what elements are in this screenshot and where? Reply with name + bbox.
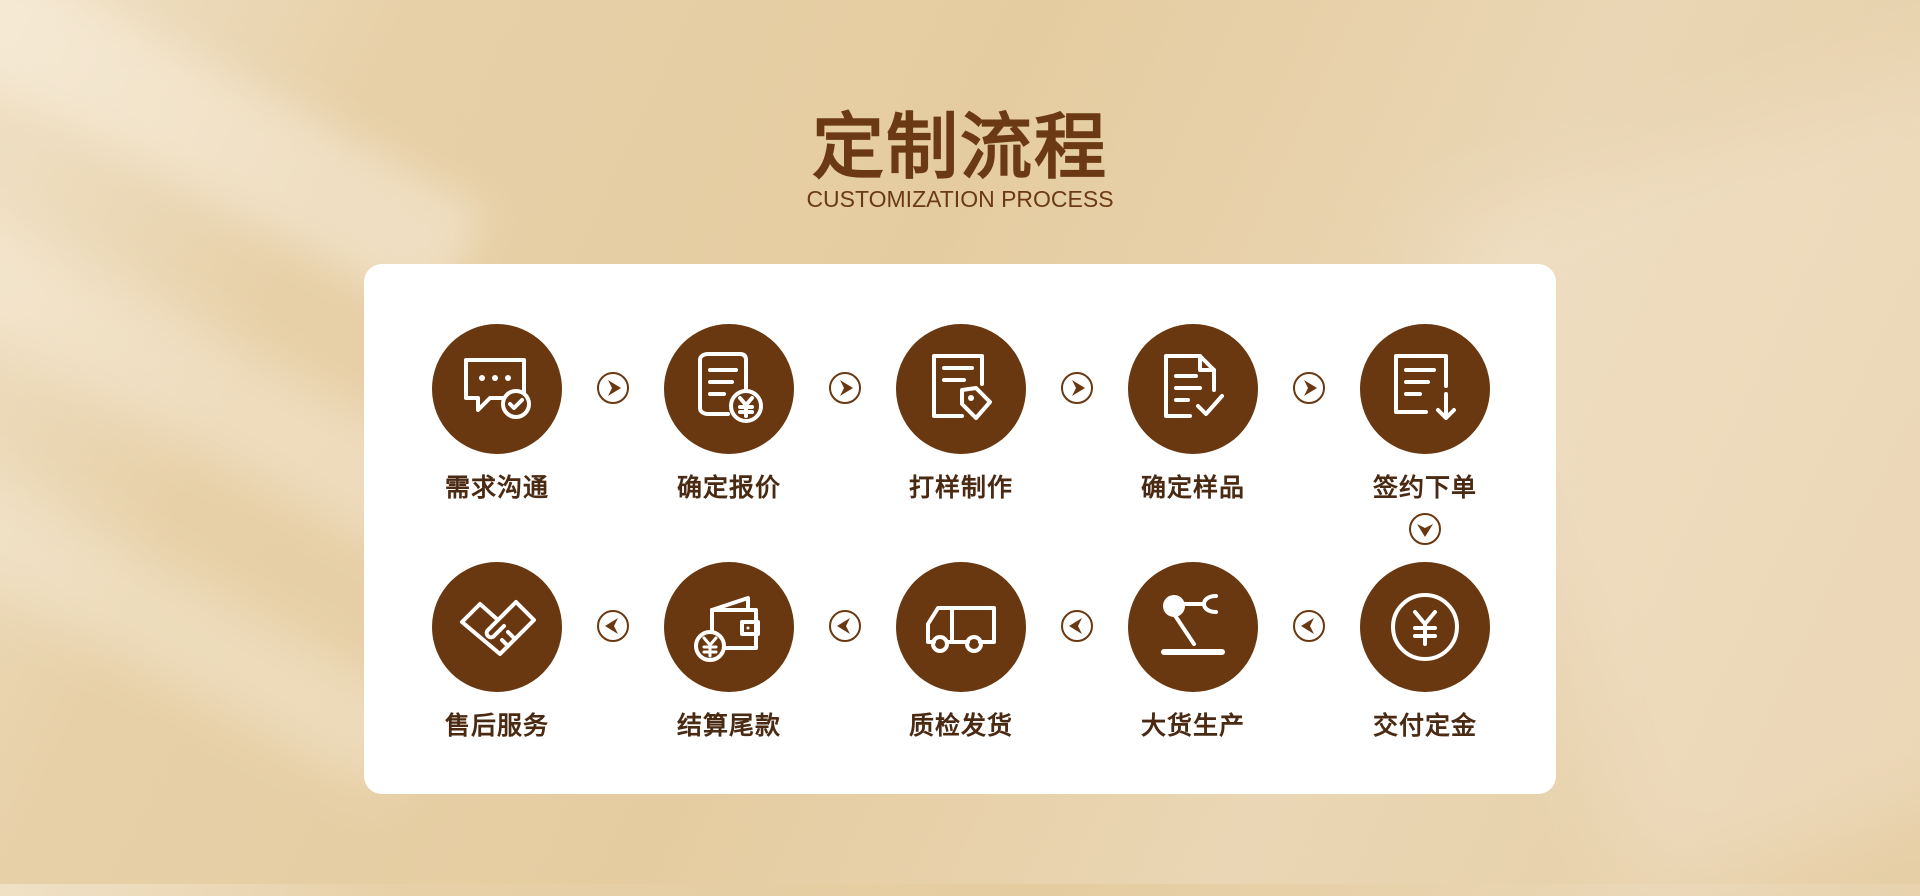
step-circle — [1360, 324, 1490, 454]
step-label: 确定样品 — [1140, 473, 1245, 502]
step-label: 需求沟通 — [444, 473, 549, 502]
process-card: 需求沟通 确定报价 打样制作 — [364, 264, 1556, 794]
step-label: 确定报价 — [676, 473, 781, 502]
arrow-down-icon — [1409, 513, 1441, 545]
document-download-icon — [1394, 354, 1456, 420]
step-circle — [896, 324, 1026, 454]
step-circle — [896, 562, 1026, 692]
arrow-right-icon — [597, 372, 629, 404]
truck-icon — [926, 606, 996, 653]
step-circle — [1128, 324, 1258, 454]
step-inspection-shipping: 质检发货 — [871, 562, 1051, 742]
handshake-icon — [460, 600, 536, 656]
step-label: 打样制作 — [908, 473, 1013, 502]
step-after-sales: 售后服务 — [407, 562, 587, 742]
step-requirement-communication: 需求沟通 — [407, 324, 587, 504]
step-mass-production: 大货生产 — [1103, 562, 1283, 742]
page-title: 定制流程 — [811, 105, 1108, 189]
wallet-yen-icon — [694, 596, 760, 662]
document-check-icon — [1164, 354, 1224, 418]
page-subtitle: CUSTOMIZATION PROCESS — [806, 186, 1114, 212]
arrow-right-icon — [1293, 372, 1325, 404]
arrow-left-icon — [1293, 610, 1325, 642]
step-final-payment: 结算尾款 — [639, 562, 819, 742]
document-yen-icon — [698, 352, 763, 423]
step-circle — [432, 562, 562, 692]
step-circle — [1128, 562, 1258, 692]
step-confirm-quote: 确定报价 — [639, 324, 819, 504]
step-confirm-sample: 确定样品 — [1103, 324, 1283, 504]
arrow-left-icon — [829, 610, 861, 642]
step-sample-making: 打样制作 — [871, 324, 1051, 504]
robot-arm-icon — [1161, 594, 1225, 655]
step-label: 售后服务 — [444, 711, 549, 740]
yen-coin-icon — [1391, 593, 1459, 661]
step-label: 质检发货 — [908, 711, 1013, 740]
arrow-right-icon — [1061, 372, 1093, 404]
chat-check-icon — [464, 358, 531, 419]
step-label: 结算尾款 — [676, 711, 781, 740]
arrow-left-icon — [1061, 610, 1093, 642]
arrow-left-icon — [597, 610, 629, 642]
step-label: 签约下单 — [1372, 473, 1477, 502]
step-label: 大货生产 — [1140, 711, 1245, 740]
step-circle — [1360, 562, 1490, 692]
arrow-right-icon — [829, 372, 861, 404]
document-tag-icon — [932, 354, 992, 420]
step-pay-deposit: 交付定金 — [1335, 562, 1515, 742]
step-label: 交付定金 — [1372, 711, 1477, 740]
step-sign-order: 签约下单 — [1335, 324, 1515, 504]
step-circle — [432, 324, 562, 454]
step-circle — [664, 324, 794, 454]
step-circle — [664, 562, 794, 692]
